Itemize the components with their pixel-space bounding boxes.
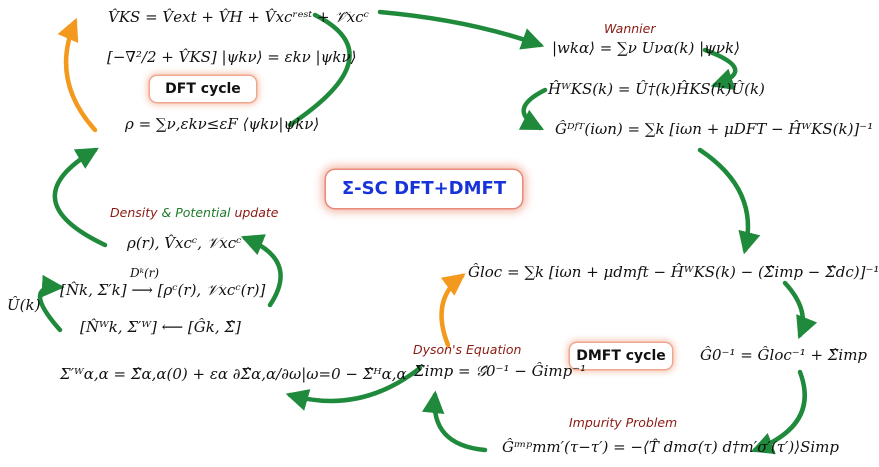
rho-equation: ρ = ∑ν,εkν≤εF ⟨ψkν|ψkν⟩ bbox=[125, 115, 320, 133]
arrow-to-rho-v bbox=[240, 234, 283, 308]
dft-green-function-equation: Ĝᴰᶠᵀ(iωn) = ∑k [iωn + μDFT − ĤᵂKS(k)]⁻¹ bbox=[555, 120, 874, 138]
g0-inverse-equation: Ĝ0⁻¹ = Ĝloc⁻¹ + Σ̂imp bbox=[700, 346, 868, 364]
dft-cycle-badge: DFT cycle bbox=[150, 76, 256, 102]
arrow-orange-dft bbox=[57, 17, 98, 133]
dk-label: Dᵏ(r) bbox=[130, 266, 160, 280]
update-word: update bbox=[234, 205, 279, 220]
kohn-sham-equation: [−∇²/2 + V̂KS] |ψkν⟩ = εkν |ψkν⟩ bbox=[107, 48, 357, 66]
wannier-function-equation: |wkα⟩ = ∑ν Uνα(k) |ψνk⟩ bbox=[552, 39, 740, 57]
impurity-problem-label: Impurity Problem bbox=[569, 415, 678, 430]
arrow-sigma-to-sigmaprime bbox=[285, 365, 423, 411]
arrow-gloc-to-g0 bbox=[782, 280, 818, 340]
arrow-orange-dmft bbox=[439, 273, 466, 348]
local-green-function-equation: Ĝloc = ∑k [iωn + μdmft − ĤᵂKS(k) − (Σ̂im… bbox=[468, 263, 879, 281]
wannier-hamiltonian-equation: ĤᵂKS(k) = Û†(k)ĤKS(k)Û(k) bbox=[548, 80, 765, 98]
arrow-impurity-to-sigma bbox=[422, 390, 488, 453]
arrow-wannier-to-h bbox=[702, 47, 738, 90]
rho-v-update: ρ(r), V̂xcᶜ, 𝒱xcᶜ bbox=[127, 234, 242, 252]
potential-word: Potential bbox=[175, 205, 231, 220]
arrow-h-to-gdft bbox=[518, 87, 548, 131]
dyson-equation-label: Dyson's Equation bbox=[413, 342, 522, 357]
cycle-arrows bbox=[37, 9, 818, 455]
arrow-dft-to-wannier bbox=[377, 9, 545, 50]
arrow-density-to-rho bbox=[52, 147, 108, 248]
arrow-g0-to-impurity bbox=[750, 369, 807, 455]
u-k-label: Û(k) bbox=[7, 296, 41, 314]
vks-equation: V̂KS = V̂ext + V̂H + V̂xcʳᵉˢᵗ + 𝒱̂xcᶜ bbox=[108, 8, 369, 26]
arrow-u-to-nk bbox=[37, 274, 65, 333]
arrow-gdft-to-gloc bbox=[697, 147, 761, 255]
nk-equation: [N̂k, Σ′k] ⟶ [ρᶜ(r), 𝒱xcᶜ(r)] bbox=[60, 281, 266, 299]
ampersand: & bbox=[161, 205, 172, 220]
impurity-green-function-equation: Ĝᶦᵐᵖmm′(τ−τ′) = −⟨T̂ dmσ(τ) d†m′σ′(τ′)⟩S… bbox=[502, 438, 839, 456]
nk-wannier-equation: [N̂ᵂk, Σ′ᵂ] ⟵ [Ĝk, Σ̂] bbox=[80, 318, 241, 336]
diagram-title: Σ-SC DFT+DMFT bbox=[326, 170, 522, 208]
wannier-label: Wannier bbox=[604, 21, 656, 36]
arrow-rho-to-vks bbox=[287, 12, 352, 128]
density-word: Density bbox=[110, 205, 158, 220]
sigma-imp-equation: Σ̂imp = 𝒢̂0⁻¹ − Ĝimp⁻¹ bbox=[414, 362, 587, 380]
sigma-prime-equation: Σ′ᵂα,α = Σ̂α,α(0) + εα ∂Σ̂α,α/∂ω|ω=0 − Σ… bbox=[60, 365, 407, 383]
density-potential-update-label: Density & Potential update bbox=[110, 205, 279, 220]
dmft-cycle-badge: DMFT cycle bbox=[570, 343, 672, 369]
